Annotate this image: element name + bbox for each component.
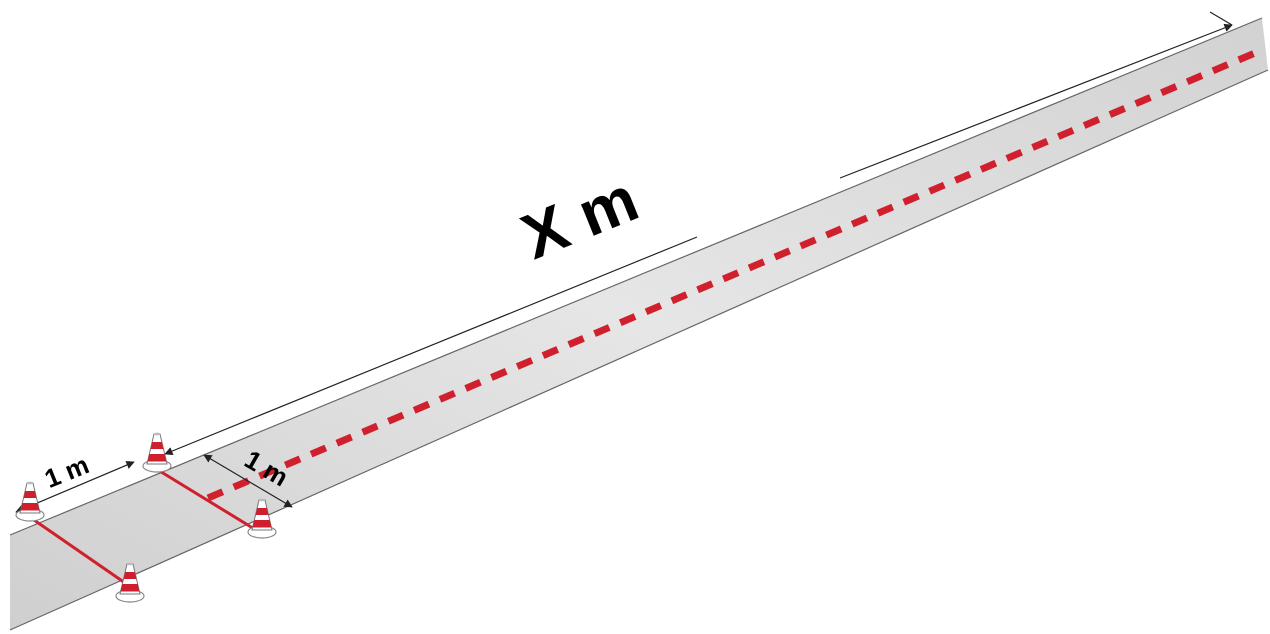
track-length-label: X m	[512, 162, 648, 273]
track-length-dimension-line-right	[839, 23, 1233, 179]
center-line	[206, 46, 1264, 502]
width-dimension-line	[203, 454, 293, 508]
track-length-end-tick	[1209, 11, 1233, 26]
traffic-cone-icon	[142, 432, 172, 473]
track-surface	[10, 18, 1268, 630]
start-marker-line	[33, 518, 129, 587]
start-zone-label: 1 m	[40, 449, 93, 494]
track-top-edge	[9, 17, 1263, 536]
track-length-dimension-line-left	[164, 236, 698, 456]
track-bottom-edge	[9, 69, 1269, 631]
